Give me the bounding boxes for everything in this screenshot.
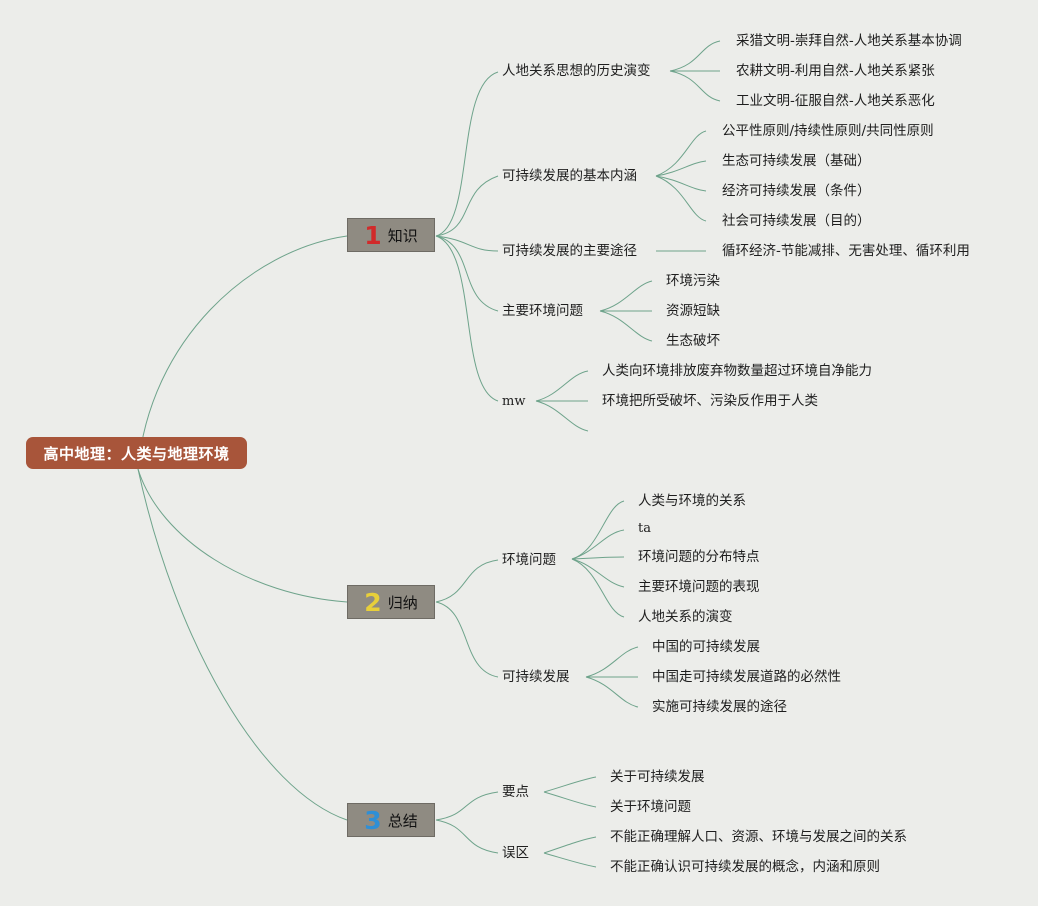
leaf-item[interactable]: 生态可持续发展（基础） — [722, 153, 871, 169]
leaf-item[interactable]: 主要环境问题的表现 — [638, 579, 760, 595]
leaf-item[interactable]: 工业文明-征服自然-人地关系恶化 — [736, 93, 935, 109]
leaf-item[interactable]: ta — [638, 521, 651, 536]
leaf-item[interactable]: 公平性原则/持续性原则/共同性原则 — [722, 123, 934, 139]
section-conclusion[interactable]: 3 总结 — [347, 803, 435, 837]
leaf-item[interactable]: 农耕文明-利用自然-人地关系紧张 — [736, 63, 935, 79]
section-summary[interactable]: 2 归纳 — [347, 585, 435, 619]
leaf-item[interactable]: 经济可持续发展（条件） — [722, 183, 871, 199]
leaf-item[interactable]: 采猎文明-崇拜自然-人地关系基本协调 — [736, 33, 962, 49]
leaf-item[interactable]: 环境把所受破坏、污染反作用于人类 — [602, 393, 818, 409]
branch-key-points[interactable]: 要点 — [502, 784, 529, 800]
leaf-item[interactable]: 中国的可持续发展 — [652, 639, 760, 655]
section-number: 2 — [364, 587, 382, 617]
branch-env-problems[interactable]: 主要环境问题 — [502, 303, 583, 319]
branch-env-problems[interactable]: 环境问题 — [502, 552, 556, 568]
leaf-item[interactable]: 人类向环境排放废弃物数量超过环境自净能力 — [602, 363, 872, 379]
root-topic[interactable]: 高中地理：人类与地理环境 — [26, 437, 247, 469]
leaf-item[interactable]: 中国走可持续发展道路的必然性 — [652, 669, 841, 685]
section-knowledge[interactable]: 1 知识 — [347, 218, 435, 252]
branch-misconceptions[interactable]: 误区 — [502, 845, 529, 861]
leaf-item[interactable]: 资源短缺 — [666, 303, 720, 319]
section-number: 3 — [364, 805, 382, 835]
section-label: 知识 — [387, 226, 418, 245]
leaf-item[interactable]: 关于可持续发展 — [610, 769, 705, 785]
leaf-item[interactable]: 实施可持续发展的途径 — [652, 699, 787, 715]
branch-connotation[interactable]: 可持续发展的基本内涵 — [502, 168, 637, 184]
branch-mw[interactable]: mw — [502, 394, 526, 409]
section-label: 总结 — [387, 811, 418, 830]
section-number: 1 — [364, 220, 382, 250]
section-label: 归纳 — [387, 593, 418, 612]
leaf-item[interactable]: 人类与环境的关系 — [638, 493, 746, 509]
leaf-item[interactable]: 关于环境问题 — [610, 799, 691, 815]
leaf-item[interactable]: 生态破坏 — [666, 333, 720, 349]
leaf-item[interactable]: 不能正确理解人口、资源、环境与发展之间的关系 — [610, 829, 907, 845]
leaf-item[interactable]: 人地关系的演变 — [638, 609, 733, 625]
branch-sustainable[interactable]: 可持续发展 — [502, 669, 570, 685]
leaf-item[interactable]: 社会可持续发展（目的） — [722, 213, 871, 229]
branch-approach[interactable]: 可持续发展的主要途径 — [502, 243, 637, 259]
leaf-item[interactable]: 循环经济-节能减排、无害处理、循环利用 — [722, 243, 970, 259]
leaf-item[interactable]: 环境问题的分布特点 — [638, 549, 760, 565]
branch-history[interactable]: 人地关系思想的历史演变 — [502, 63, 651, 79]
leaf-item[interactable]: 不能正确认识可持续发展的概念，内涵和原则 — [610, 859, 880, 875]
leaf-item[interactable]: 环境污染 — [666, 273, 720, 289]
